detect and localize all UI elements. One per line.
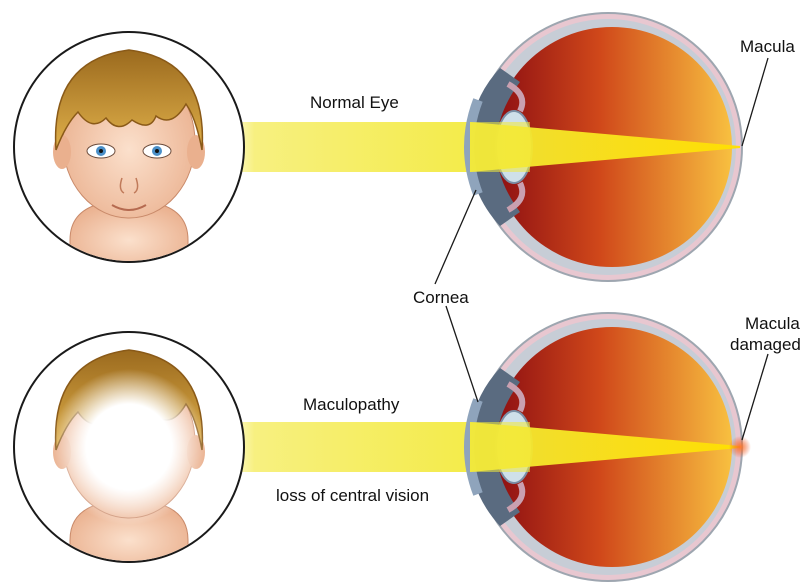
label-macula-damaged-line2: damaged	[730, 335, 801, 354]
label-macula: Macula	[740, 37, 795, 56]
macula-damaged-leader-line	[742, 354, 768, 440]
cornea-leader-line-top	[435, 190, 476, 284]
central-vision-blur	[51, 369, 207, 525]
maculopathy-portrait	[14, 332, 244, 570]
label-normal-eye: Normal Eye	[310, 93, 399, 112]
label-cornea: Cornea	[413, 288, 469, 307]
label-maculopathy: Maculopathy	[303, 395, 400, 414]
damaged-macula-spot	[729, 436, 751, 458]
macula-leader-line	[742, 58, 768, 146]
maculopathy-panel	[14, 313, 751, 581]
label-loss-of-central-vision: loss of central vision	[276, 486, 429, 505]
cornea-leader-line-bottom	[446, 306, 478, 402]
label-macula-damaged-line1: Macula	[745, 314, 800, 333]
normal-portrait	[14, 32, 244, 270]
normal-eye-panel	[14, 13, 742, 281]
